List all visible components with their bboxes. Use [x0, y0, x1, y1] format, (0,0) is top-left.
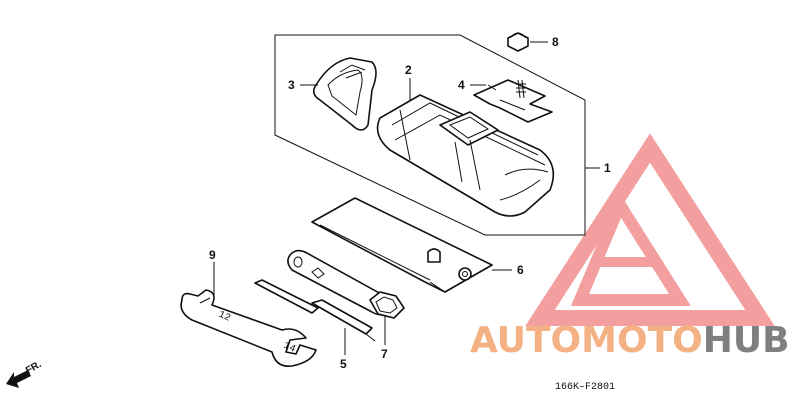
- callout-2: 2: [405, 63, 412, 77]
- callout-4: 4: [458, 78, 465, 92]
- socket-wrench: [369, 291, 405, 319]
- callout-3: 3: [288, 78, 295, 92]
- tool-kit-boundary: [274, 34, 586, 236]
- callout-5: 5: [340, 357, 347, 371]
- watermark-text: AUTOMOTOHUB: [470, 320, 790, 361]
- open-end-wrench: 12 14: [180, 289, 317, 368]
- watermark-logo-icon: [525, 133, 775, 326]
- callout-9: 9: [209, 248, 216, 262]
- watermark-auto: AUTO: [470, 320, 581, 361]
- bracket-plate: [473, 79, 553, 123]
- screwdriver: [254, 279, 376, 342]
- callout-7: 7: [381, 347, 388, 361]
- callout-6: 6: [517, 263, 524, 277]
- tool-bag: [376, 94, 555, 217]
- cap-nut: [507, 32, 529, 52]
- diagram-code: 166K–F2801: [555, 382, 615, 393]
- callout-1: 1: [604, 161, 611, 175]
- front-arrow-icon: [6, 370, 31, 388]
- front-indicator: FR.: [24, 359, 44, 377]
- tool-strap: [312, 57, 377, 131]
- watermark-moto: MOTO: [581, 320, 703, 361]
- wrench-size-12: 12: [216, 310, 231, 325]
- callout-8: 8: [552, 35, 559, 49]
- leader-lines: [213, 41, 600, 355]
- tool-case: [311, 197, 493, 293]
- watermark-hub: HUB: [703, 320, 790, 361]
- wrench-size-14: 14: [281, 341, 296, 356]
